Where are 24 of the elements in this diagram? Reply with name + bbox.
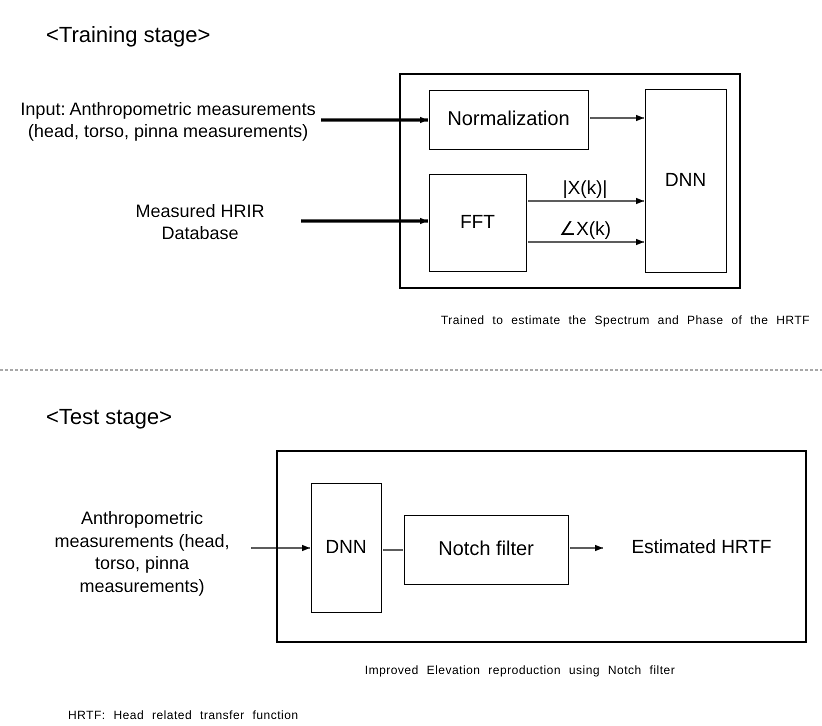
process-box: DNN <box>310 482 382 612</box>
process-box: Notch filter <box>404 514 568 584</box>
arrow <box>528 238 644 246</box>
section-heading: <Test stage> <box>46 404 172 430</box>
process-box: FFT <box>428 174 526 272</box>
arrow <box>570 544 603 552</box>
stage-caption: Improved Elevation reproduction using Notch filter <box>364 663 676 677</box>
stage-frame <box>276 450 807 643</box>
output-label: Estimated HRTF <box>631 536 772 560</box>
process-box: DNN <box>644 88 726 272</box>
connector-line <box>383 549 403 551</box>
arrow <box>251 544 310 552</box>
input-label: Measured HRIR Database <box>134 200 266 244</box>
stage-caption: Trained to estimate the Spectrum and Phase of the HRTF <box>440 313 810 327</box>
arrow <box>528 198 644 204</box>
arrow <box>301 218 428 224</box>
arrow <box>590 114 644 122</box>
footnote: HRTF: Head related transfer function <box>68 708 299 722</box>
arrow <box>321 116 428 124</box>
stage-frame <box>399 73 741 289</box>
process-box: Normalization <box>428 90 588 150</box>
section-heading: <Training stage> <box>46 22 210 48</box>
input-label: Anthropometric measurements (head, torso, pinna measurements) <box>53 507 231 597</box>
input-label: Input: Anthropometric measurements (head, torso, pinna measurements) <box>19 98 317 142</box>
